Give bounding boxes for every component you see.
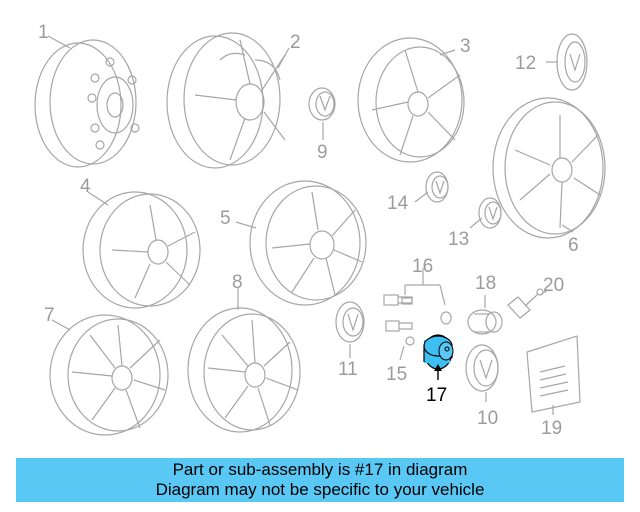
wheel-7-alloy[interactable] [49, 314, 169, 436]
callout-12: 12 [515, 53, 536, 74]
wheel-label-19[interactable] [526, 335, 581, 413]
center-cap-11[interactable] [335, 301, 365, 343]
wheel-8-alloy[interactable] [187, 307, 301, 433]
wheel-4-alloy[interactable] [82, 191, 201, 309]
callout-17: 17 [426, 385, 447, 406]
callout-4: 4 [80, 176, 91, 197]
parts-diagram: 1 2 3 12 9 4 14 5 13 6 16 8 18 20 7 11 1… [34, 22, 606, 439]
callout-13: 13 [448, 229, 469, 250]
callout-5: 5 [220, 208, 231, 229]
callout-6: 6 [568, 235, 579, 256]
callout-18: 18 [475, 273, 496, 294]
center-cap-13[interactable] [478, 197, 502, 229]
callout-1: 1 [38, 22, 49, 43]
info-banner: Part or sub-assembly is #17 in diagram D… [16, 458, 624, 502]
callout-7: 7 [44, 305, 55, 326]
cover-18[interactable] [467, 309, 503, 335]
wheel-emblem-12[interactable] [556, 33, 588, 91]
callout-9: 9 [317, 142, 328, 163]
wheel-bolts-15-16[interactable] [383, 294, 452, 346]
callout-19: 19 [541, 418, 562, 439]
wheel-3-alloy[interactable] [357, 37, 465, 163]
wheel-1-steel[interactable] [34, 39, 140, 168]
valve-20[interactable] [507, 288, 544, 319]
callout-16: 16 [412, 256, 433, 277]
callout-14: 14 [387, 193, 409, 214]
wheel-2-alloy[interactable] [166, 32, 286, 169]
callout-2: 2 [290, 32, 301, 53]
center-cap-10[interactable] [465, 344, 499, 392]
part-17-highlighted[interactable] [423, 334, 454, 380]
callout-15: 15 [386, 364, 407, 385]
wheel-5-alloy[interactable] [249, 180, 367, 306]
callout-8: 8 [232, 272, 243, 293]
callout-11: 11 [338, 359, 358, 380]
banner-line-part: Part or sub-assembly is #17 in diagram [172, 460, 468, 479]
banner-line-disclaimer: Diagram may not be specific to your vehi… [155, 480, 485, 499]
center-cap-14[interactable] [425, 171, 449, 203]
callout-20: 20 [543, 275, 564, 296]
center-cap-9[interactable] [308, 87, 336, 121]
callout-10: 10 [477, 408, 498, 429]
leader-lines [47, 35, 574, 415]
callout-3: 3 [460, 36, 471, 57]
wheel-6-alloy[interactable] [492, 97, 606, 239]
